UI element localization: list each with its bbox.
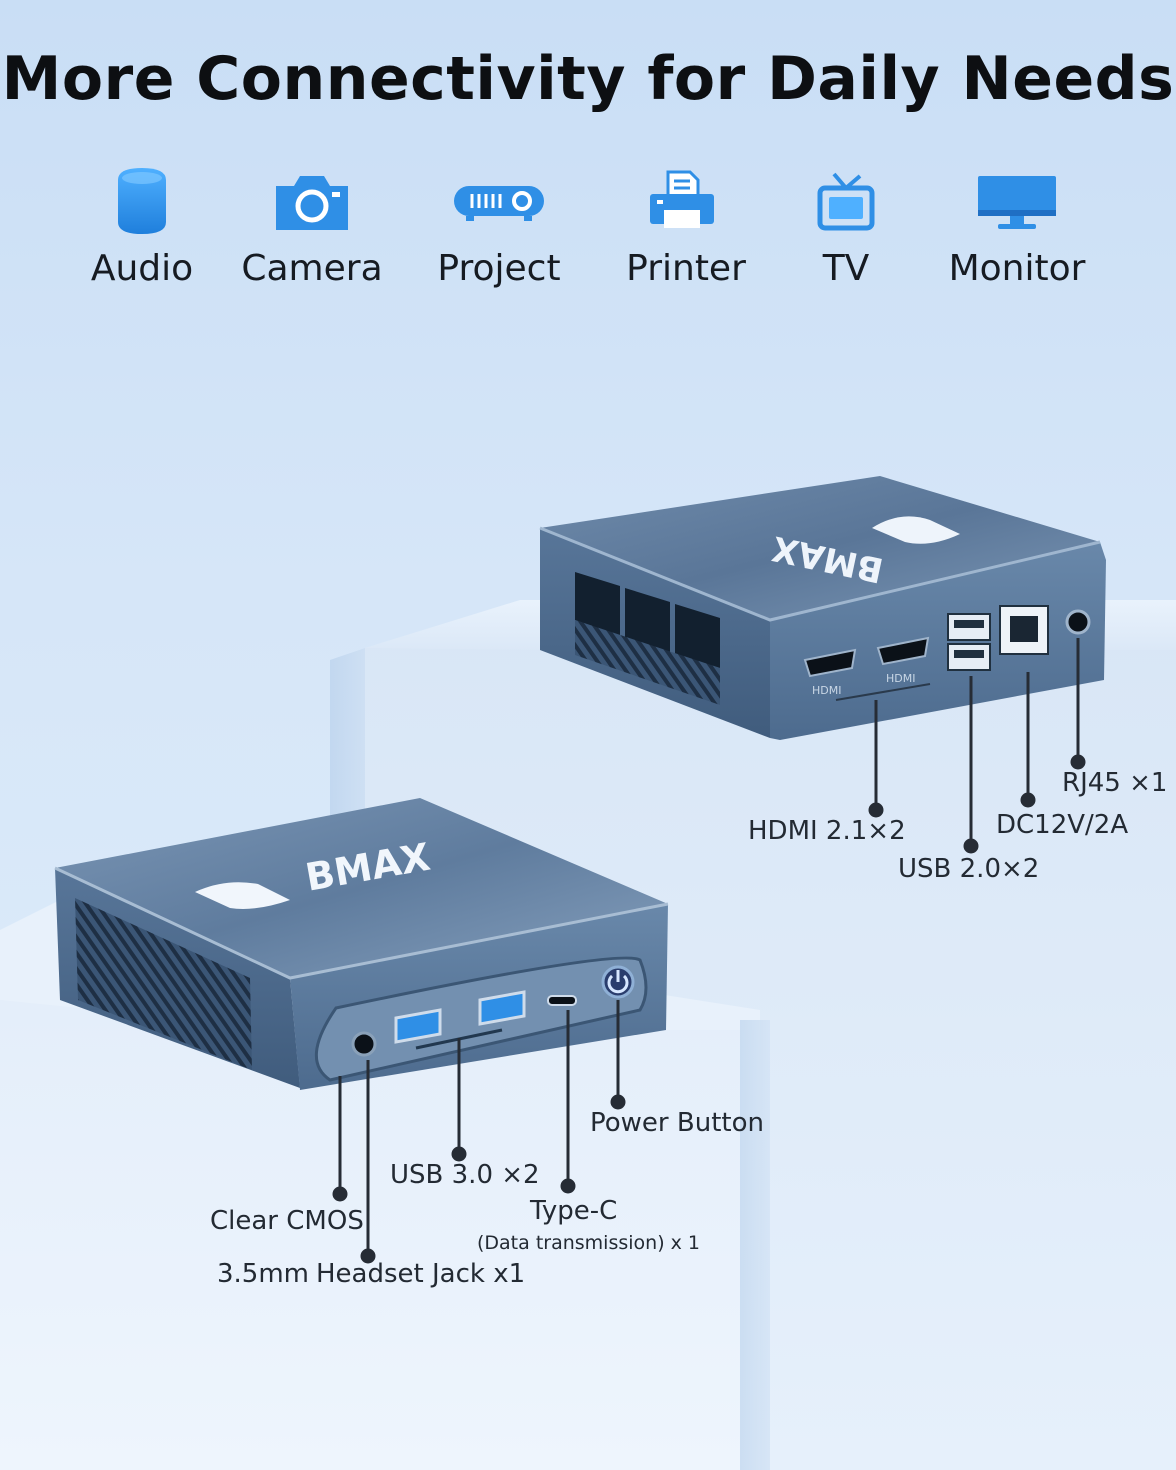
callout-power-button: Power Button (590, 1108, 764, 1138)
speaker-icon (110, 166, 174, 240)
svg-text:HDMI: HDMI (812, 684, 841, 697)
callout-rj45: RJ45 ×1 (1062, 768, 1168, 798)
rear-mini-pc: BMAX HDMI HDMI (539, 476, 1106, 740)
use-label-printer: Printer (626, 248, 746, 289)
use-label-audio: Audio (90, 248, 194, 289)
callout-clear-cmos: Clear CMOS (210, 1206, 364, 1236)
monitor-icon (976, 174, 1058, 236)
projector-icon (452, 180, 546, 228)
callout-hdmi: HDMI 2.1×2 (748, 816, 906, 846)
use-label-monitor: Monitor (948, 248, 1086, 289)
callout-typec: Type-C (530, 1196, 618, 1226)
svg-text:HDMI: HDMI (886, 672, 915, 685)
use-label-camera: Camera (241, 248, 383, 289)
camera-icon (272, 170, 352, 238)
page-title: More Connectivity for Daily Needs (1, 44, 1175, 114)
use-label-tv: TV (822, 248, 870, 289)
callout-usb3: USB 3.0 ×2 (390, 1160, 540, 1190)
callout-headset-jack: Headset Jack x1 (316, 1259, 526, 1289)
callout-dc: DC12V/2A (996, 810, 1129, 840)
callout-typec-note: (Data transmission) x 1 (477, 1232, 701, 1254)
front-mini-pc: BMAX (54, 798, 669, 1090)
use-label-project: Project (437, 248, 561, 289)
callout-jack-size: 3.5mm (217, 1259, 310, 1289)
callout-usb2: USB 2.0×2 (898, 854, 1040, 884)
tv-icon (816, 172, 876, 238)
printer-icon (648, 170, 716, 234)
